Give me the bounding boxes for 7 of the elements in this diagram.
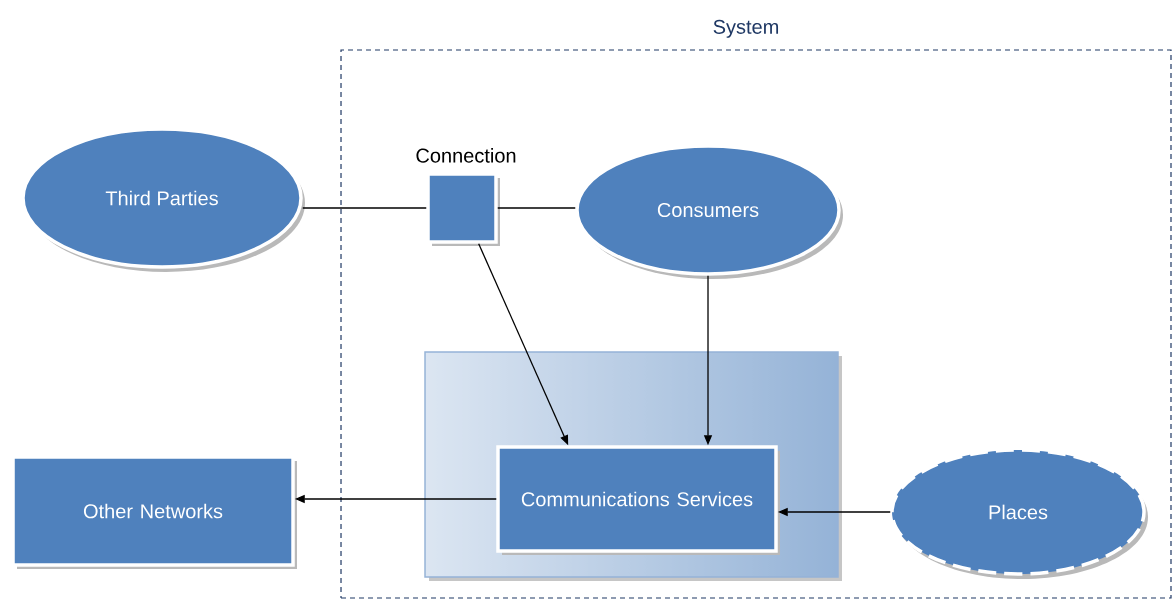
node-label: System: [713, 19, 779, 38]
process-box: Other Networks: [11, 455, 297, 569]
connector-line: [302, 207, 427, 209]
process-box: Communications Services: [496, 445, 780, 555]
node-label: Connection: [416, 148, 516, 163]
connector-line: [497, 207, 576, 209]
connection-square: Connection: [416, 148, 516, 246]
